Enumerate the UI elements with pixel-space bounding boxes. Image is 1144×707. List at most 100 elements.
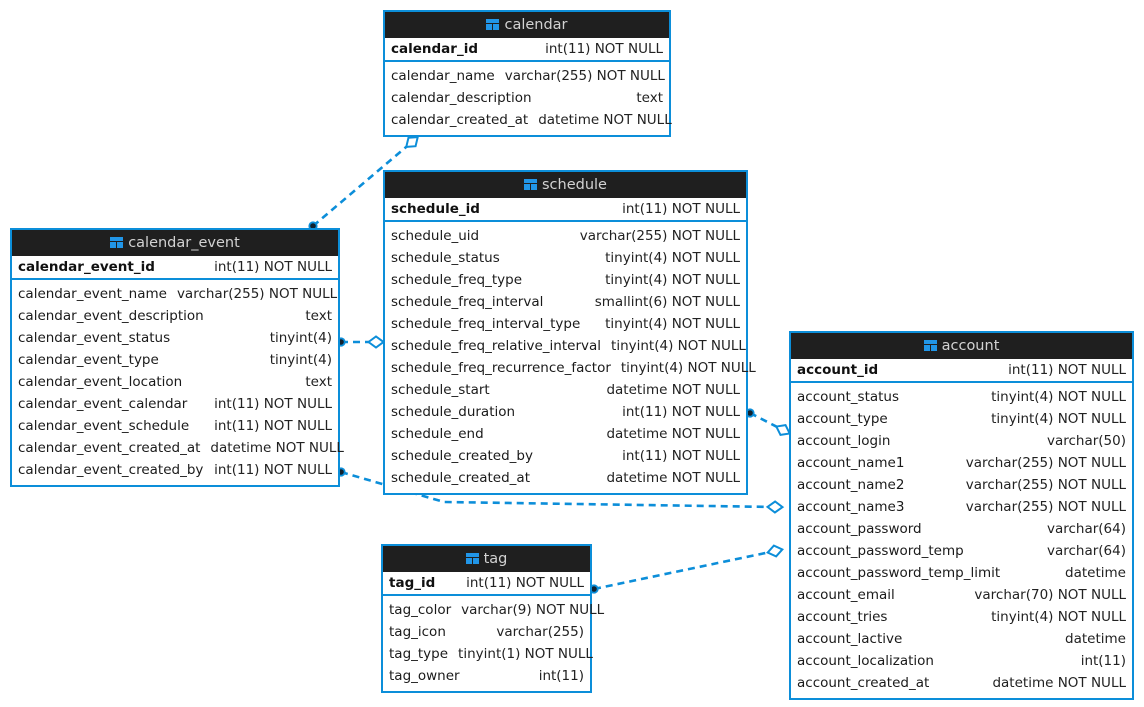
relationship-diamond-marker [765, 500, 785, 514]
column-name: schedule_id [391, 201, 480, 217]
column-type: text [636, 90, 663, 106]
column-row[interactable]: schedule_end datetime NOT NULL [385, 423, 746, 445]
column-type: int(11) NOT NULL [466, 575, 584, 591]
column-type: int(11) NOT NULL [214, 462, 332, 478]
column-type: varchar(255) [496, 624, 584, 640]
column-row[interactable]: account_lactive datetime [791, 628, 1132, 650]
column-name: account_status [797, 389, 900, 405]
column-type: varchar(50) [1046, 433, 1126, 449]
column-name: schedule_status [391, 250, 500, 266]
column-row[interactable]: tag_icon varchar(255) [383, 621, 590, 643]
column-type: datetime NOT NULL [606, 426, 740, 442]
column-name: calendar_event_created_at [18, 440, 201, 456]
entity-header-account: account [791, 333, 1132, 359]
column-name: calendar_event_status [18, 330, 171, 346]
column-row[interactable]: calendar_event_location text [12, 371, 338, 393]
column-type: tinyint(4) NOT NULL [991, 609, 1126, 625]
column-name: account_type [797, 411, 888, 427]
column-name: account_lactive [797, 631, 903, 647]
column-type: datetime NOT NULL [538, 112, 672, 128]
table-icon [524, 177, 542, 193]
column-type: int(11) NOT NULL [214, 418, 332, 434]
column-name: calendar_event_location [18, 374, 183, 390]
column-name: schedule_uid [391, 228, 480, 244]
column-type: int(11) [538, 668, 584, 684]
column-type: tinyint(4) NOT NULL [991, 411, 1126, 427]
relationship-diamond-marker [766, 544, 784, 558]
column-type: text [305, 308, 332, 324]
column-type: datetime NOT NULL [992, 675, 1126, 691]
column-type: varchar(255) NOT NULL [176, 286, 338, 302]
column-name: calendar_id [391, 41, 478, 57]
column-type: varchar(70) NOT NULL [974, 587, 1126, 603]
column-name: schedule_freq_relative_interval [391, 338, 602, 354]
column-row[interactable]: account_type tinyint(4) NOT NULL [791, 408, 1132, 430]
column-type: varchar(255) NOT NULL [965, 455, 1126, 471]
column-name: schedule_freq_interval_type [391, 316, 581, 332]
column-type: int(11) NOT NULL [545, 41, 663, 57]
column-type: datetime [1065, 631, 1126, 647]
column-type: varchar(255) NOT NULL [579, 228, 740, 244]
column-name: schedule_end [391, 426, 484, 442]
column-type: int(11) NOT NULL [622, 404, 740, 420]
column-row[interactable]: schedule_uid varchar(255) NOT NULL [385, 225, 746, 247]
column-type: smallint(6) NOT NULL [594, 294, 740, 310]
entity-title: calendar_event [128, 235, 240, 251]
column-name: account_password [797, 521, 922, 537]
entity-header-tag: tag [383, 546, 590, 572]
entity-header-schedule: schedule [385, 172, 746, 198]
column-type: int(11) [1080, 653, 1126, 669]
column-name: tag_icon [389, 624, 446, 640]
primary-key-row[interactable]: calendar_id int(11) NOT NULL [385, 38, 669, 62]
column-type: text [305, 374, 332, 390]
